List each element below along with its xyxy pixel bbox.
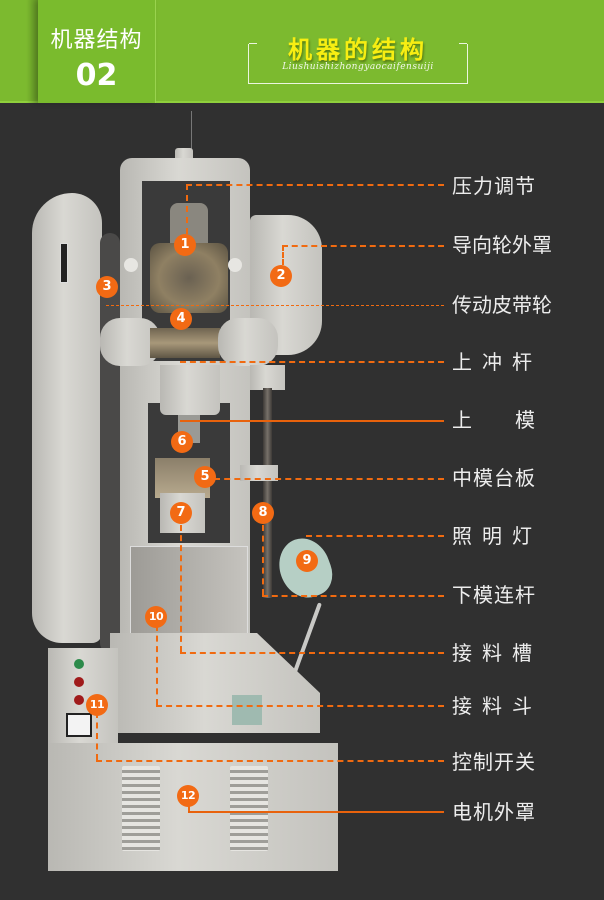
badge-12: 12 <box>177 785 199 807</box>
main-shaft <box>150 328 220 358</box>
label-upper-die: 上 模 <box>452 408 536 432</box>
leader-line-6 <box>180 420 444 422</box>
section-number: 02 <box>75 58 118 93</box>
badge-6: 6 <box>171 431 193 453</box>
label-discharge-chute: 接料槽 <box>452 641 542 665</box>
wheel-guard-slot <box>60 243 68 283</box>
indicator-red <box>74 677 84 687</box>
tablet-press-machine-photo <box>0 103 604 900</box>
label-guide-wheel-cover: 导向轮外罩 <box>452 233 552 257</box>
leader-line-7-v <box>180 525 182 652</box>
rotary-switch <box>66 713 92 737</box>
leader-line-1 <box>186 184 444 186</box>
section-title: 机器结构 <box>50 28 143 53</box>
leader-line-8-v <box>262 525 264 595</box>
leader-line-10 <box>156 705 444 707</box>
header-banner: 机器结构 02 机器的结构 Liushuishizhongyaocaifensu… <box>0 0 604 103</box>
leader-line-9 <box>306 535 444 537</box>
pinyin-subtitle: Liushuishizhongyaocaifensuiji <box>282 62 434 72</box>
leader-line-11 <box>96 760 444 762</box>
upper-punch-housing <box>160 365 220 415</box>
leader-line-10-v <box>156 625 158 705</box>
title-bracket-frame <box>248 43 468 84</box>
badge-4: 4 <box>170 308 192 330</box>
section-tab: 机器结构 02 <box>38 0 156 103</box>
leader-line-1-v <box>186 184 188 234</box>
badge-3: 3 <box>96 276 118 298</box>
label-control-switch: 控制开关 <box>452 750 536 774</box>
label-lower-die-link: 下模连杆 <box>452 583 536 607</box>
badge-1: 1 <box>174 234 196 256</box>
badge-9: 9 <box>296 550 318 572</box>
badge-10: 10 <box>145 606 167 628</box>
badge-5: 5 <box>194 466 216 488</box>
header-shadow <box>26 0 38 103</box>
hanging-wire <box>191 111 192 151</box>
indicator-green <box>74 659 84 669</box>
leader-line-4 <box>180 361 444 363</box>
label-middle-die-table: 中模台板 <box>452 466 536 490</box>
badge-11: 11 <box>86 694 108 716</box>
leader-line-2-v <box>282 245 284 265</box>
label-drive-belt-pulley: 传动皮带轮 <box>452 293 552 317</box>
base-platform <box>110 633 320 733</box>
main-shaft-housing-right <box>218 318 278 366</box>
label-receiving-hopper: 接料斗 <box>452 694 542 718</box>
lower-punch-rod <box>263 388 272 598</box>
label-motor-housing: 电机外罩 <box>452 800 536 824</box>
light-base-plate <box>232 695 262 725</box>
leader-line-11-v <box>96 712 98 760</box>
label-upper-punch-rod: 上冲杆 <box>452 350 542 374</box>
bolt <box>124 258 138 272</box>
leader-line-8 <box>262 595 444 597</box>
leader-line-5 <box>214 478 444 480</box>
rod-clamp <box>240 465 278 481</box>
indicator-red <box>74 695 84 705</box>
motor-housing <box>48 743 338 871</box>
leader-line-12 <box>188 811 444 813</box>
badge-8: 8 <box>252 502 274 524</box>
vent-louvres-right <box>230 766 268 851</box>
label-lighting-lamp: 照明灯 <box>452 524 542 548</box>
vent-louvres-left <box>122 766 160 851</box>
leader-line-2 <box>282 245 444 247</box>
leader-line-7 <box>180 652 444 654</box>
main-title: 机器的结构 <box>288 36 428 64</box>
rod-bracket <box>250 365 285 390</box>
badge-2: 2 <box>270 265 292 287</box>
badge-7: 7 <box>170 502 192 524</box>
main-title-block: 机器的结构 Liushuishizhongyaocaifensuiji <box>248 26 468 84</box>
bolt <box>228 258 242 272</box>
label-pressure-adjustment: 压力调节 <box>452 174 536 198</box>
leader-line-3 <box>106 305 444 306</box>
